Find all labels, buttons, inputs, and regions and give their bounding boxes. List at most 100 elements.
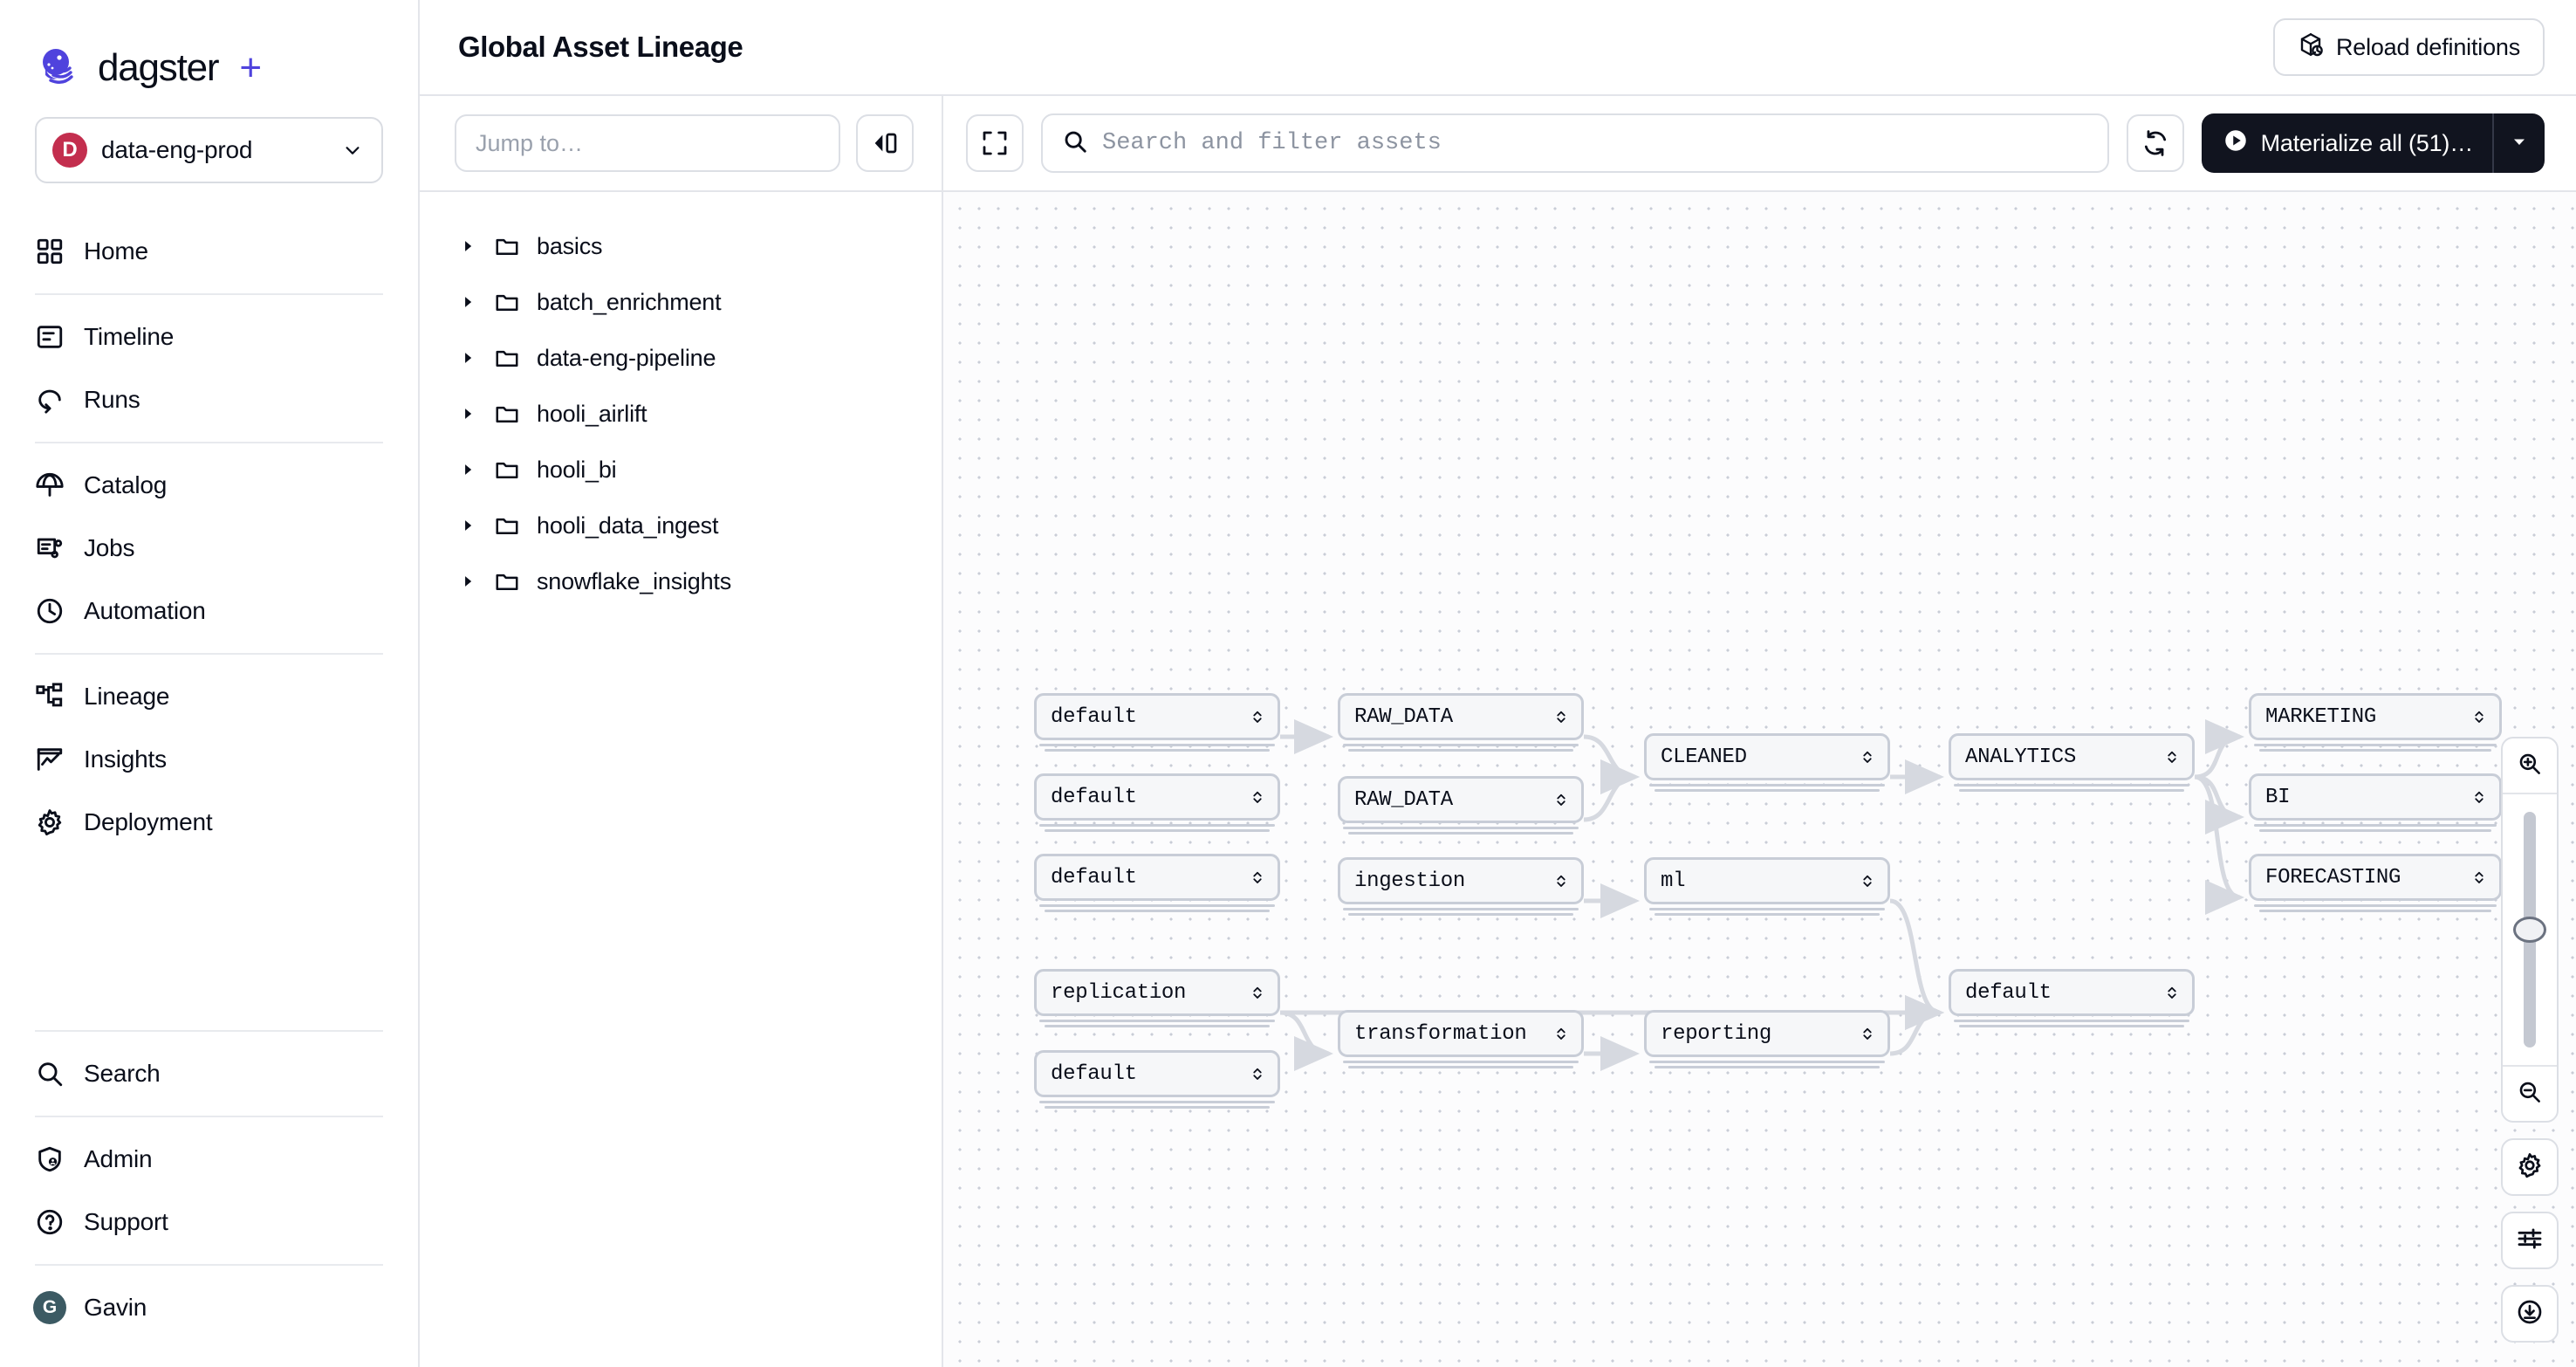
tree-item-basics[interactable]: basics: [420, 218, 942, 274]
tree-item-data-eng-pipeline[interactable]: data-eng-pipeline: [420, 330, 942, 386]
asset-group-node[interactable]: MARKETING: [2249, 693, 2502, 740]
graph-layout-options-button[interactable]: [2501, 1212, 2559, 1269]
sidebar-item-deployment[interactable]: Deployment: [0, 791, 418, 854]
asset-group-node[interactable]: replication: [1034, 969, 1280, 1016]
sidebar-item-support[interactable]: Support: [0, 1191, 418, 1254]
sidebar-item-search[interactable]: Search: [0, 1042, 418, 1105]
asset-group-node[interactable]: default: [1949, 969, 2195, 1016]
lineage-edge: [1583, 759, 1640, 822]
caret-right-icon[interactable]: [458, 517, 477, 534]
chevron-up-down-icon[interactable]: [2471, 869, 2487, 885]
asset-group-node[interactable]: ingestion: [1338, 857, 1584, 904]
asset-group-node[interactable]: transformation: [1338, 1010, 1584, 1057]
graph-download-button[interactable]: [2501, 1285, 2559, 1343]
sidebar-item-insights[interactable]: Insights: [0, 728, 418, 791]
nav-group-analysis: Lineage Insights Deployment: [0, 655, 418, 864]
shield-user-icon: [35, 1144, 65, 1174]
tree-item-hooli-bi[interactable]: hooli_bi: [420, 442, 942, 498]
asset-group-stack-line: [1649, 908, 1885, 910]
materialize-dropdown-button[interactable]: [2494, 113, 2545, 173]
tree-item-hooli-airlift[interactable]: hooli_airlift: [420, 386, 942, 442]
asset-group-node-label: CLEANED: [1661, 745, 1747, 769]
asset-group-node[interactable]: ml: [1644, 857, 1890, 904]
tree-item-label: data-eng-pipeline: [537, 344, 716, 371]
asset-group-node-label: ANALYTICS: [1965, 745, 2076, 769]
sidebar-item-jobs[interactable]: Jobs: [0, 517, 418, 580]
sidebar-item-runs[interactable]: Runs: [0, 368, 418, 431]
asset-group-stack-line: [1039, 1020, 1275, 1022]
asset-group-node[interactable]: FORECASTING: [2249, 854, 2502, 901]
asset-search-input[interactable]: [1102, 130, 2088, 156]
folder-icon: [493, 568, 521, 594]
chevron-down-icon: [343, 141, 362, 160]
asset-group-node[interactable]: default: [1034, 693, 1280, 740]
asset-group-stack-line: [2254, 824, 2497, 827]
sidebar-item-admin[interactable]: Admin: [0, 1128, 418, 1191]
asset-group-node[interactable]: default: [1034, 854, 1280, 901]
collapse-left-panel-button[interactable]: [856, 114, 914, 172]
graph-settings-button[interactable]: [2501, 1138, 2559, 1196]
chevron-up-down-icon[interactable]: [1250, 869, 1265, 885]
asset-group-node[interactable]: RAW_DATA: [1338, 776, 1584, 823]
chevron-up-down-icon[interactable]: [1250, 1066, 1265, 1082]
chevron-up-down-icon[interactable]: [2164, 749, 2180, 765]
caret-right-icon[interactable]: [458, 405, 477, 422]
chevron-up-down-icon[interactable]: [1860, 749, 1875, 765]
sidebar-item-lineage[interactable]: Lineage: [0, 665, 418, 728]
zoom-out-button[interactable]: [2503, 1067, 2557, 1121]
asset-group-node[interactable]: default: [1034, 773, 1280, 821]
asset-group-node[interactable]: reporting: [1644, 1010, 1890, 1057]
asset-group-node[interactable]: CLEANED: [1644, 733, 1890, 780]
asset-group-stack-line: [1045, 1025, 1270, 1027]
asset-group-node[interactable]: ANALYTICS: [1949, 733, 2195, 780]
materialize-all-main[interactable]: Materialize all (51)…: [2202, 113, 2492, 173]
chevron-up-down-icon[interactable]: [2164, 985, 2180, 1000]
chevron-up-down-icon[interactable]: [1250, 709, 1265, 725]
chevron-up-down-icon[interactable]: [1553, 792, 1569, 807]
chevron-up-down-icon[interactable]: [1250, 985, 1265, 1000]
chevron-up-down-icon[interactable]: [1553, 1026, 1569, 1041]
reload-definitions-button[interactable]: Reload definitions: [2272, 18, 2545, 76]
chevron-up-down-icon[interactable]: [2471, 789, 2487, 805]
materialize-all-button[interactable]: Materialize all (51)…: [2201, 113, 2545, 173]
chevron-up-down-icon[interactable]: [1860, 873, 1875, 889]
chevron-up-down-icon[interactable]: [1860, 1026, 1875, 1041]
deployment-picker[interactable]: D data-eng-prod: [35, 117, 383, 183]
sidebar-item-user[interactable]: G Gavin: [0, 1276, 418, 1339]
asset-group-node[interactable]: default: [1034, 1050, 1280, 1097]
zoom-slider[interactable]: [2503, 794, 2557, 1065]
caret-right-icon[interactable]: [458, 349, 477, 367]
caret-right-icon[interactable]: [458, 573, 477, 590]
tree-item-batch-enrichment[interactable]: batch_enrichment: [420, 274, 942, 330]
asset-group-node-label: MARKETING: [2265, 704, 2376, 729]
caret-right-icon[interactable]: [458, 461, 477, 478]
dagster-whale-logo: [35, 44, 84, 93]
tree-item-hooli-data-ingest[interactable]: hooli_data_ingest: [420, 498, 942, 553]
jump-to-input[interactable]: [455, 114, 840, 172]
asset-search-wrap[interactable]: [1041, 113, 2109, 173]
brand[interactable]: dagster +: [0, 0, 418, 98]
sidebar-item-home[interactable]: Home: [0, 220, 418, 283]
asset-group-node[interactable]: RAW_DATA: [1338, 693, 1584, 740]
sidebar-item-label: Gavin: [84, 1294, 147, 1321]
chevron-up-down-icon[interactable]: [1553, 709, 1569, 725]
chevron-up-down-icon[interactable]: [2471, 709, 2487, 725]
refresh-button[interactable]: [2126, 114, 2184, 172]
sidebar-item-timeline[interactable]: Timeline: [0, 306, 418, 368]
fit-to-screen-button[interactable]: [966, 114, 1024, 172]
asset-group-tree: basics batch_enrichment data-eng-pipelin…: [420, 192, 943, 1367]
brand-name: dagster: [98, 46, 220, 89]
asset-group-node[interactable]: BI: [2249, 773, 2502, 821]
zoom-in-button[interactable]: [2503, 738, 2557, 793]
chevron-up-down-icon[interactable]: [1553, 873, 1569, 889]
caret-right-icon[interactable]: [458, 237, 477, 255]
zoom-slider-thumb[interactable]: [2513, 917, 2546, 943]
sidebar-item-catalog[interactable]: Catalog: [0, 454, 418, 517]
sidebar-item-automation[interactable]: Automation: [0, 580, 418, 642]
tree-item-snowflake-insights[interactable]: snowflake_insights: [420, 553, 942, 609]
caret-right-icon[interactable]: [458, 293, 477, 311]
nav-divider: [35, 442, 383, 443]
asset-group-node-label: default: [1965, 980, 2052, 1005]
chevron-up-down-icon[interactable]: [1250, 789, 1265, 805]
